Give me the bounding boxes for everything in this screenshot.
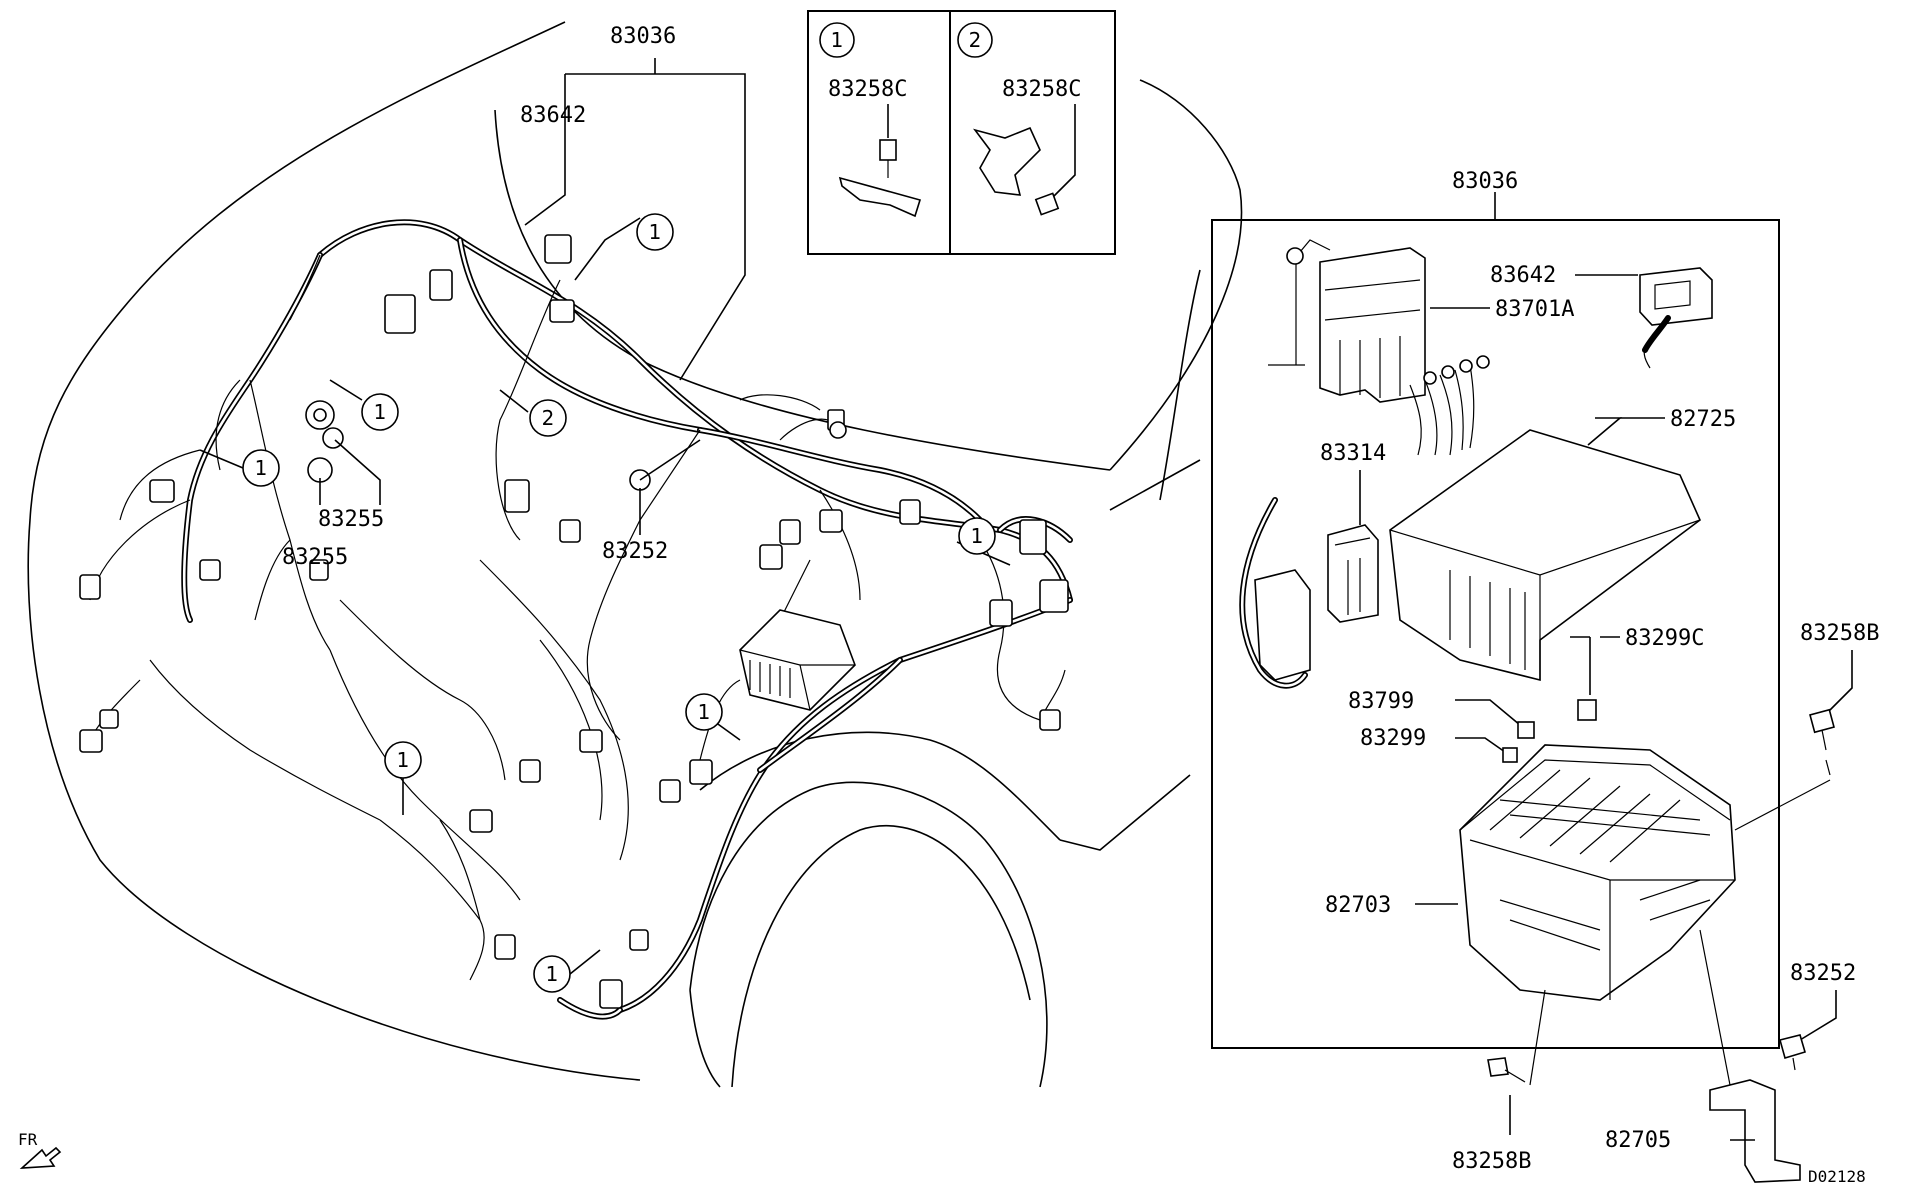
label-detail1-bolt: 83258C [828,77,907,102]
callout-1-g: 1 [533,955,571,993]
label-box-harness: 83036 [1452,169,1518,194]
detail-inset: 1 83258C 2 83258C [807,10,1116,255]
harness-connectors [79,234,1069,1009]
label-detail2-bolt: 83258C [1002,77,1081,102]
callout-1-g-text: 1 [546,962,559,986]
label-ext-bolt-bottom: 83258B [1452,1149,1531,1174]
callout-1-a-text: 1 [649,220,662,244]
label-box-fusible: 83701A [1495,297,1574,322]
label-box-fuse-c: 83299C [1625,626,1704,651]
label-ext-bracket: 82705 [1605,1128,1671,1153]
callout-1-e-text: 1 [698,700,711,724]
label-clip-b: 83255 [282,545,348,570]
front-arrow-icon [19,1146,62,1169]
label-ext-nut: 83252 [1790,961,1856,986]
label-box-main: 82703 [1325,893,1391,918]
label-box-cover: 82725 [1670,407,1736,432]
callout-1-c-text: 1 [255,456,268,480]
callout-1-e: 1 [685,693,723,731]
label-box-fuse-d: 83799 [1348,689,1414,714]
callout-1-d: 1 [958,517,996,555]
callout-2: 2 [529,399,567,437]
callout-1-b-text: 1 [374,400,387,424]
vehicle-body-outline [27,21,1243,1088]
callout-1-c: 1 [242,449,280,487]
label-box-fuse: 83299 [1360,726,1426,751]
diagram-code: D02128 [1808,1167,1866,1186]
detail-2-number: 2 [969,28,982,52]
fusebox-detail: 83036 83642 83701A 82725 [1211,169,1780,1049]
label-box-connector: 83642 [1490,263,1556,288]
callout-1-f: 1 [384,741,422,779]
callout-1-a: 1 [636,213,674,251]
label-main-harness: 83036 [610,24,676,49]
label-direction: FR [18,1130,38,1149]
callout-2-text: 2 [542,406,555,430]
callout-1-d-text: 1 [971,524,984,548]
detail-1: 1 83258C [819,22,922,218]
main-wire-harness [181,219,1073,1020]
label-box-relay: 83314 [1320,441,1386,466]
external-parts: 83258B 83252 82705 83258B [1452,621,1879,1183]
branch-wires [89,254,1066,981]
label-main-connector: 83642 [520,103,586,128]
label-ext-bolt-right: 83258B [1800,621,1879,646]
label-clip-c: 83252 [602,539,668,564]
direction-indicator: FR [18,1130,62,1169]
callout-1-b: 1 [361,393,399,431]
detail-1-number: 1 [831,28,844,52]
callout-circles: 1 1 1 2 1 1 1 1 [242,213,996,993]
label-clip-a: 83255 [318,507,384,532]
main-labels: 83036 83642 83255 83255 83252 [282,24,676,570]
callout-1-f-text: 1 [397,748,410,772]
detail-2: 2 83258C [957,22,1081,216]
harness-relay-box [739,609,856,711]
